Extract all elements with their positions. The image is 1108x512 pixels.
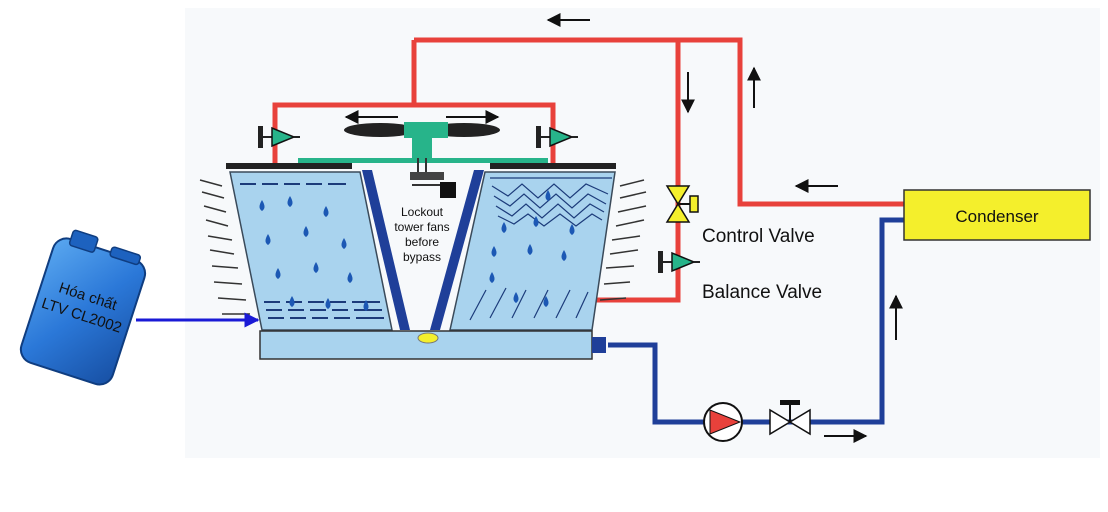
- balance-valve-icon: [658, 251, 700, 273]
- basin-outlet: [592, 337, 606, 353]
- tower-left-partition: [362, 170, 410, 330]
- balance-valve-label: Balance Valve: [702, 282, 822, 303]
- basin-strainer: [417, 332, 439, 344]
- tower-right-fill: [449, 171, 616, 331]
- gate-valve-icon: [769, 400, 811, 436]
- condenser: [903, 189, 1091, 241]
- control-valve-icon: [665, 185, 699, 223]
- lockout-note-line-4: bypass: [403, 250, 441, 264]
- condenser-label: Condenser: [955, 207, 1039, 226]
- fan-icon: [344, 122, 500, 198]
- balance-valve-icon: [258, 126, 300, 148]
- lockout-note-line-3: before: [405, 235, 439, 249]
- lockout-note-line-2: tower fans: [394, 220, 449, 234]
- right-deck-plate: [490, 163, 616, 169]
- flow-arrow-icon: [546, 13, 903, 443]
- left-deck-plate: [226, 163, 352, 169]
- pump-icon: [703, 402, 743, 442]
- tower-left-fill: [229, 171, 393, 331]
- balance-valve-icon: [536, 126, 578, 148]
- lockout-note: Lockout tower fans before bypass: [394, 205, 449, 264]
- lockout-note-line-1: Lockout: [401, 205, 444, 219]
- tower-right-partition: [430, 170, 484, 330]
- water-drop-icon: [259, 190, 575, 311]
- control-valve-label: Control Valve: [702, 226, 815, 247]
- cold-water-piping: [608, 217, 904, 425]
- fan-deck: [298, 158, 548, 163]
- cooling-tower: [199, 158, 647, 360]
- chemical-canister-icon: Hóa chất LTV CL2002: [19, 229, 147, 386]
